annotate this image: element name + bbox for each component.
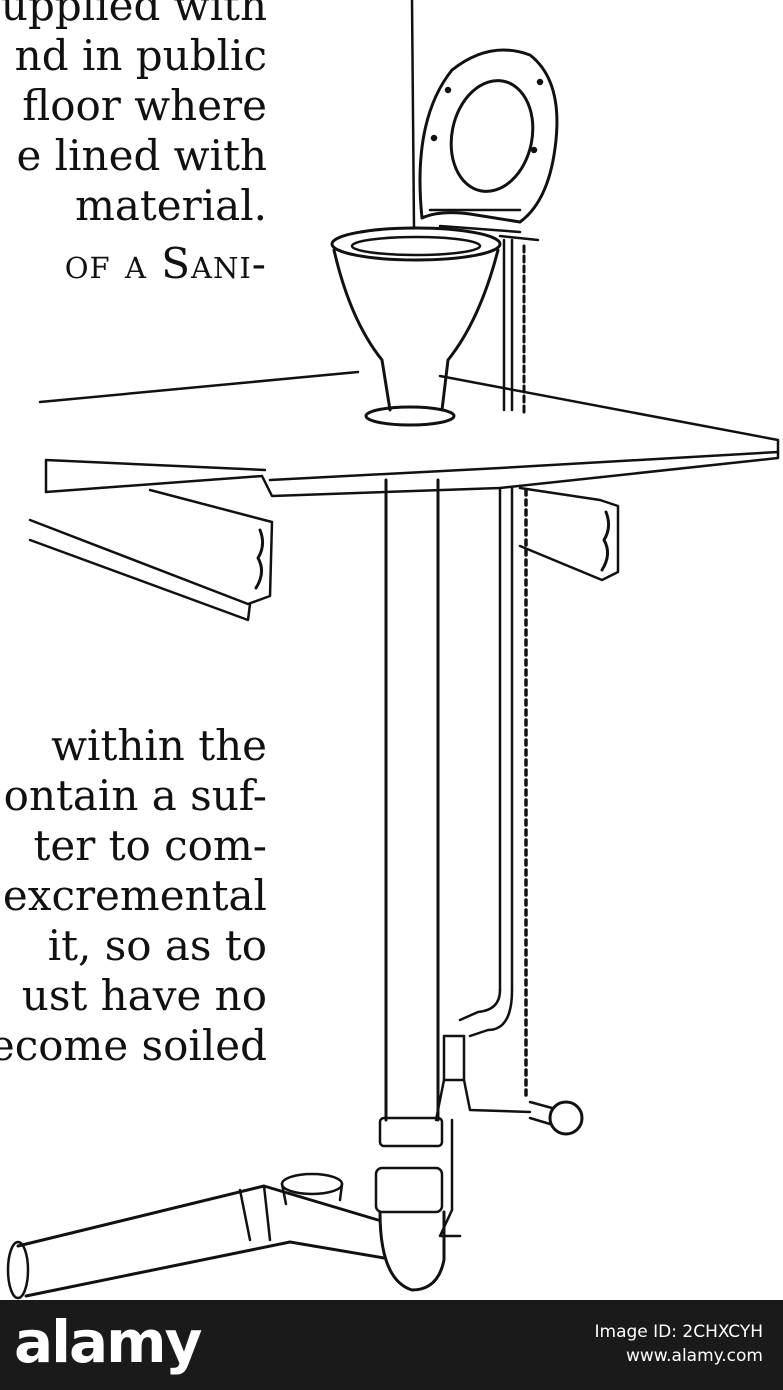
text-line: floor where (22, 81, 267, 130)
document-page: upplied with nd in public floor where e … (0, 0, 780, 1300)
text-line: material. (75, 181, 267, 230)
valve-ball (548, 1100, 584, 1136)
valve-body (442, 1034, 466, 1082)
right-joist (518, 486, 620, 582)
toilet-plumbing-illustration (6, 0, 780, 1300)
outlet-pipe (16, 1184, 386, 1298)
watermark-logo: alamy (14, 1308, 202, 1376)
joist-cut-right (600, 510, 611, 572)
toilet-seat (418, 48, 559, 224)
bowl-inner (350, 235, 482, 257)
seat-opening (449, 79, 535, 193)
bowl-body (332, 248, 500, 412)
bowl-rim (330, 226, 502, 262)
figure-caption: of a Sani- (64, 239, 267, 288)
image-id-label: Image ID: 2CHXCYH (594, 1322, 764, 1342)
left-joist-bottom (28, 538, 252, 622)
floor-outline (38, 370, 780, 498)
floor-underside (268, 450, 780, 482)
wall-line (410, 0, 416, 230)
text-line: e lined with (16, 131, 267, 180)
joist-cut-left (254, 528, 265, 590)
trap (378, 1210, 446, 1292)
bowl-base (364, 405, 456, 427)
outlet-end (6, 1240, 30, 1300)
text-line: ter to com- (33, 821, 267, 870)
pipe-collar (378, 1116, 444, 1148)
text-line: upplied with (0, 0, 267, 30)
seat-hinge (428, 208, 522, 234)
text-line: within the (51, 721, 267, 770)
trap-vent-cap (280, 1172, 344, 1196)
text-line: it, so as to (47, 921, 267, 970)
floor-edge (44, 458, 267, 494)
watermark-bar: alamy Image ID: 2CHXCYH www.alamy.com (0, 1300, 783, 1390)
text-line: nd in public (14, 31, 267, 80)
left-joist (28, 488, 274, 606)
text-line: ontain a suf- (3, 771, 267, 820)
text-line: ecome soiled (0, 1021, 267, 1070)
pipe-coupling (374, 1166, 444, 1214)
text-line: ust have no (21, 971, 267, 1020)
text-line: excremental (2, 871, 267, 920)
site-url-label: www.alamy.com (625, 1346, 763, 1366)
